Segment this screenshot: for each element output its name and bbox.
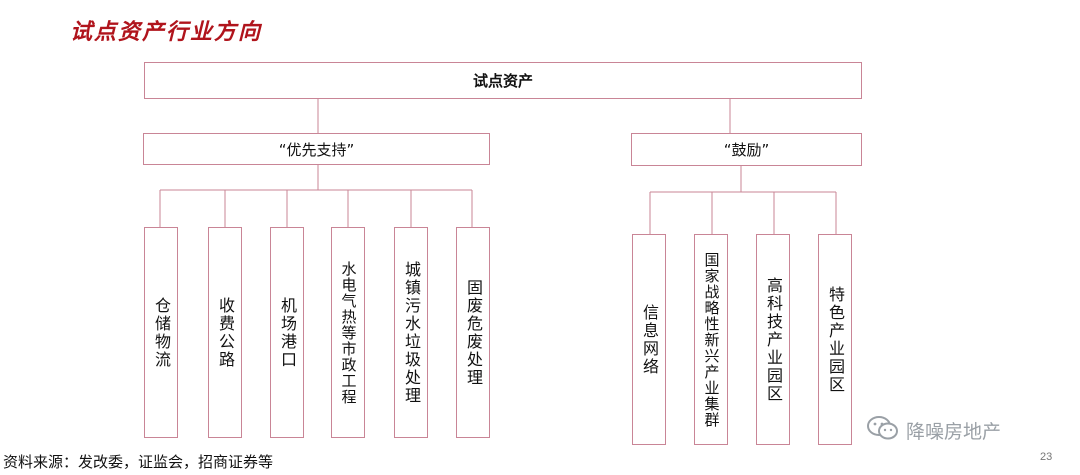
root-node: 试点资产 — [144, 62, 862, 99]
leaf-node: 收费公路 — [208, 227, 242, 438]
group-node-encourage: “鼓励” — [631, 133, 862, 166]
leaf-node: 高科技产业园区 — [756, 234, 790, 445]
leaf-node: 国家战略性新兴产业集群 — [694, 234, 728, 445]
leaf-node: 固废危废处理 — [456, 227, 490, 438]
leaf-node: 信息网络 — [632, 234, 666, 445]
leaf-node: 机场港口 — [270, 227, 304, 438]
leaf-node: 城镇污水垃圾处理 — [394, 227, 428, 438]
wechat-icon — [866, 415, 900, 446]
leaf-node: 仓储物流 — [144, 227, 178, 438]
watermark: 降噪房地产 — [866, 415, 1001, 446]
watermark-text: 降噪房地产 — [906, 421, 1002, 443]
leaf-node: 特色产业园区 — [818, 234, 852, 445]
source-note: 资料来源：发改委，证监会，招商证券等 — [3, 453, 274, 471]
leaf-node: 水电气热等市政工程 — [331, 227, 365, 438]
page-title: 试点资产行业方向 — [70, 19, 263, 45]
page-number: 23 — [1040, 451, 1053, 463]
group-node-priority: “优先支持” — [143, 133, 490, 165]
